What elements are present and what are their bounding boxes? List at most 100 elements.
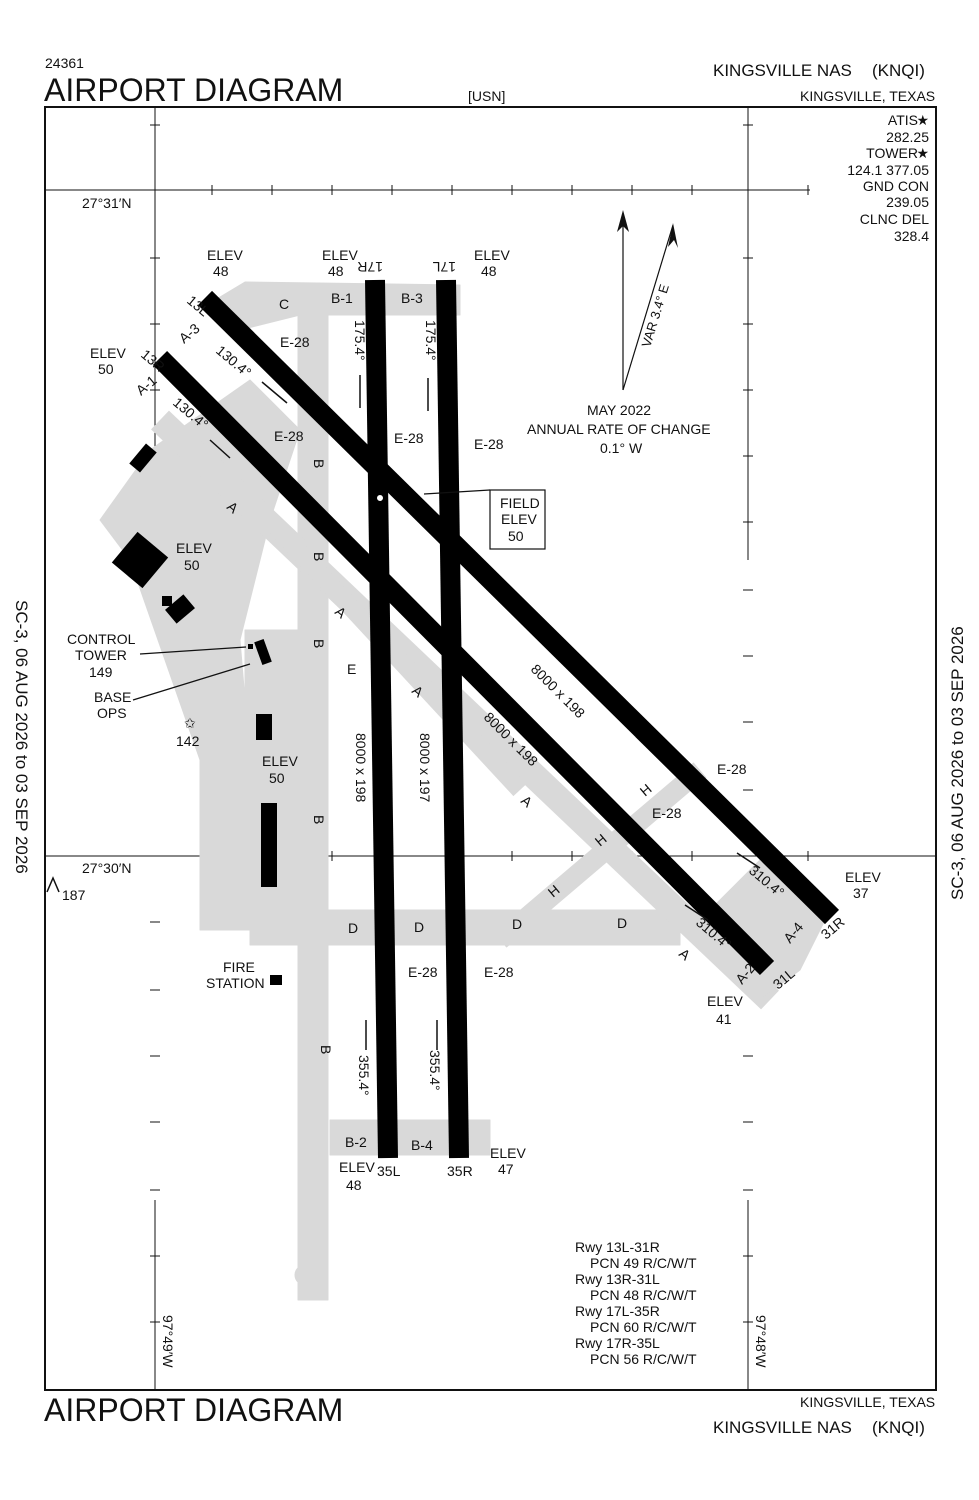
svg-text:Rwy 17L-35R: Rwy 17L-35R xyxy=(575,1303,660,1319)
svg-text:A: A xyxy=(518,792,536,811)
svg-text:Rwy 13R-31L: Rwy 13R-31L xyxy=(575,1271,660,1287)
facility-labels: CONTROL TOWER 149 BASE OPS 142 187 FIRE … xyxy=(62,631,265,991)
fire-station-building xyxy=(270,975,282,985)
elev-17l-label: ELEV xyxy=(474,247,510,263)
svg-text:D: D xyxy=(512,916,522,932)
elev-35r-label: ELEV xyxy=(490,1145,526,1161)
rwy-17r-dimensions: 8000 x 198 xyxy=(353,733,369,802)
elev-13r-label: ELEV xyxy=(90,345,126,361)
rwy-17r-label: 17R xyxy=(357,259,383,275)
svg-text:E-28: E-28 xyxy=(652,805,682,821)
control-tower-elev: 149 xyxy=(89,664,113,680)
gnd-freq: 239.05 xyxy=(886,194,929,210)
magnetic-north-icon xyxy=(668,223,678,248)
taxiway-e xyxy=(263,513,527,797)
field-elev-value: 50 xyxy=(508,528,524,544)
svg-text:PCN 48 R/C/W/T: PCN 48 R/C/W/T xyxy=(590,1287,697,1303)
rwy-35l-label: 35L xyxy=(377,1163,401,1179)
elev-13l-label: ELEV xyxy=(207,247,243,263)
gnd-label: GND CON xyxy=(863,178,929,194)
rwy-35r-heading: 355.4° xyxy=(427,1050,443,1091)
elev-31l-value: 41 xyxy=(716,1011,732,1027)
latitude-north-label: 27°31′N xyxy=(82,195,131,211)
svg-text:Rwy 17R-35L: Rwy 17R-35L xyxy=(575,1335,660,1351)
svg-text:E-28: E-28 xyxy=(408,964,438,980)
svg-text:PCN 49 R/C/W/T: PCN 49 R/C/W/T xyxy=(590,1255,697,1271)
runway-13r-31l xyxy=(152,350,775,976)
svg-text:B: B xyxy=(311,459,327,468)
elev-35r-value: 47 xyxy=(498,1161,514,1177)
elev-31r-label: ELEV xyxy=(845,869,881,885)
svg-text:E-28: E-28 xyxy=(274,428,304,444)
tower-star-icon: ★ xyxy=(916,145,929,161)
svg-text:B: B xyxy=(311,815,327,824)
obstacle-icon xyxy=(46,876,60,893)
svg-text:B-3: B-3 xyxy=(401,290,423,306)
elev-ramp-value: 50 xyxy=(269,770,285,786)
svg-text:E-28: E-28 xyxy=(280,334,310,350)
elev-35l-label: ELEV xyxy=(339,1159,375,1175)
latitude-south-label: 27°30′N xyxy=(82,860,131,876)
field-elev-line2: ELEV xyxy=(501,511,537,527)
tower-label: TOWER xyxy=(866,145,918,161)
rwy-17l-heading: 175.4° xyxy=(423,320,439,361)
runway-17r-35l xyxy=(365,279,398,1159)
clnc-freq: 328.4 xyxy=(894,228,929,244)
base-ops-leader xyxy=(132,663,251,701)
svg-text:D: D xyxy=(617,915,627,931)
north-arrow xyxy=(617,210,678,391)
heading-arrows xyxy=(209,375,761,1050)
control-tower-leader xyxy=(139,646,247,655)
obstacle-elev: 187 xyxy=(62,887,86,903)
effective-dates-left: SC-3, 06 AUG 2026 to 03 SEP 2026 xyxy=(12,600,31,874)
buildings xyxy=(111,443,282,985)
base-ops-line2: OPS xyxy=(97,705,127,721)
svg-text:A: A xyxy=(676,945,694,964)
turnaround-pad xyxy=(294,1264,316,1286)
svg-text:PCN 60 R/C/W/T: PCN 60 R/C/W/T xyxy=(590,1319,697,1335)
svg-text:D: D xyxy=(348,920,358,936)
control-tower-line1: CONTROL xyxy=(67,631,136,647)
rwy-17r-heading: 175.4° xyxy=(352,320,368,361)
atis-freq: 282.25 xyxy=(886,129,929,145)
svg-text:Rwy 13L-31R: Rwy 13L-31R xyxy=(575,1239,660,1255)
svg-text:H: H xyxy=(637,781,655,800)
elevation-labels: ELEV 48 ELEV 48 ELEV 48 ELEV 50 ELEV 50 … xyxy=(90,247,881,1193)
beacon-icon: ✩ xyxy=(184,715,196,731)
pcn-list: Rwy 13L-31R PCN 49 R/C/W/T Rwy 13R-31L P… xyxy=(575,1239,697,1367)
effective-dates-right: SC-3, 06 AUG 2026 to 03 SEP 2026 xyxy=(948,626,967,900)
southeast-pad xyxy=(689,859,831,1001)
elev-13l-value: 48 xyxy=(213,263,229,279)
service-branch: [USN] xyxy=(468,88,505,104)
longitude-east-label: 97°48′W xyxy=(753,1315,769,1368)
true-north-icon xyxy=(617,210,629,232)
svg-text:B: B xyxy=(311,639,327,648)
rwy-35l-heading: 355.4° xyxy=(356,1055,372,1096)
svg-text:A-1: A-1 xyxy=(133,372,160,398)
magnetic-variation: VAR 3.4° E xyxy=(639,282,672,349)
taxiway-h xyxy=(493,762,707,948)
page-title: AIRPORT DIAGRAM xyxy=(44,72,343,108)
svg-text:B: B xyxy=(311,552,327,561)
atis-label: ATIS xyxy=(888,112,918,128)
svg-text:E-28: E-28 xyxy=(474,436,504,452)
rwy-17l-label: 17L xyxy=(432,259,456,275)
svg-text:E-28: E-28 xyxy=(394,430,424,446)
svg-text:E-28: E-28 xyxy=(484,964,514,980)
footer-ident: (KNQI) xyxy=(872,1418,925,1437)
svg-text:A-3: A-3 xyxy=(176,320,203,346)
svg-text:B-1: B-1 xyxy=(331,290,353,306)
footer-title: AIRPORT DIAGRAM xyxy=(44,1392,343,1428)
field-elev-line1: FIELD xyxy=(500,495,540,511)
taxiway-a xyxy=(151,410,779,1010)
svg-text:B-4: B-4 xyxy=(411,1137,433,1153)
diagram-frame xyxy=(44,106,937,1391)
variation-rate-label: ANNUAL RATE OF CHANGE xyxy=(527,421,711,437)
svg-text:E-28: E-28 xyxy=(717,761,747,777)
elev-17l-value: 48 xyxy=(481,263,497,279)
base-ops-line1: BASE xyxy=(94,689,131,705)
clnc-label: CLNC DEL xyxy=(860,211,929,227)
elev-apron-label: ELEV xyxy=(176,540,212,556)
longitude-west-label: 97°49′W xyxy=(160,1315,176,1368)
